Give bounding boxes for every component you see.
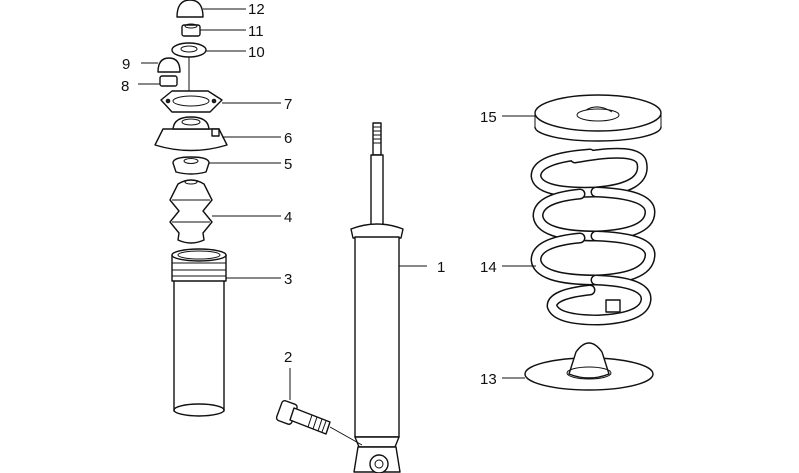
callout-1: 1 (437, 259, 445, 276)
part-12-cap (176, 0, 246, 18)
part-7-gasket (160, 90, 281, 113)
part-3-protection-tube (171, 248, 281, 417)
callout-2: 2 (284, 349, 292, 366)
callout-6: 6 (284, 130, 292, 147)
callout-9: 9 (122, 56, 130, 73)
part-1-shock-absorber (329, 122, 427, 473)
part-4-bump-stop (169, 179, 281, 244)
callout-8: 8 (121, 78, 129, 95)
callout-3: 3 (284, 271, 292, 288)
part-2-bolt (275, 368, 331, 435)
callout-15: 15 (480, 109, 497, 126)
part-13-spring-seat (502, 342, 654, 391)
part-10-washer (171, 42, 246, 58)
part-8-nut (138, 75, 178, 87)
callout-7: 7 (284, 96, 292, 113)
callout-14: 14 (480, 259, 497, 276)
part-6-strut-mount (154, 116, 281, 152)
part-5-spacer (172, 156, 281, 175)
callout-10: 10 (248, 44, 265, 61)
part-9-cap (141, 57, 181, 73)
callout-13: 13 (480, 371, 497, 388)
callout-5: 5 (284, 156, 292, 173)
part-15-spring-pad (502, 94, 662, 142)
callout-4: 4 (284, 209, 292, 226)
callout-11: 11 (248, 23, 264, 40)
callout-12: 12 (248, 1, 265, 18)
part-14-coil-spring (502, 147, 656, 326)
part-11-nut (181, 23, 246, 37)
